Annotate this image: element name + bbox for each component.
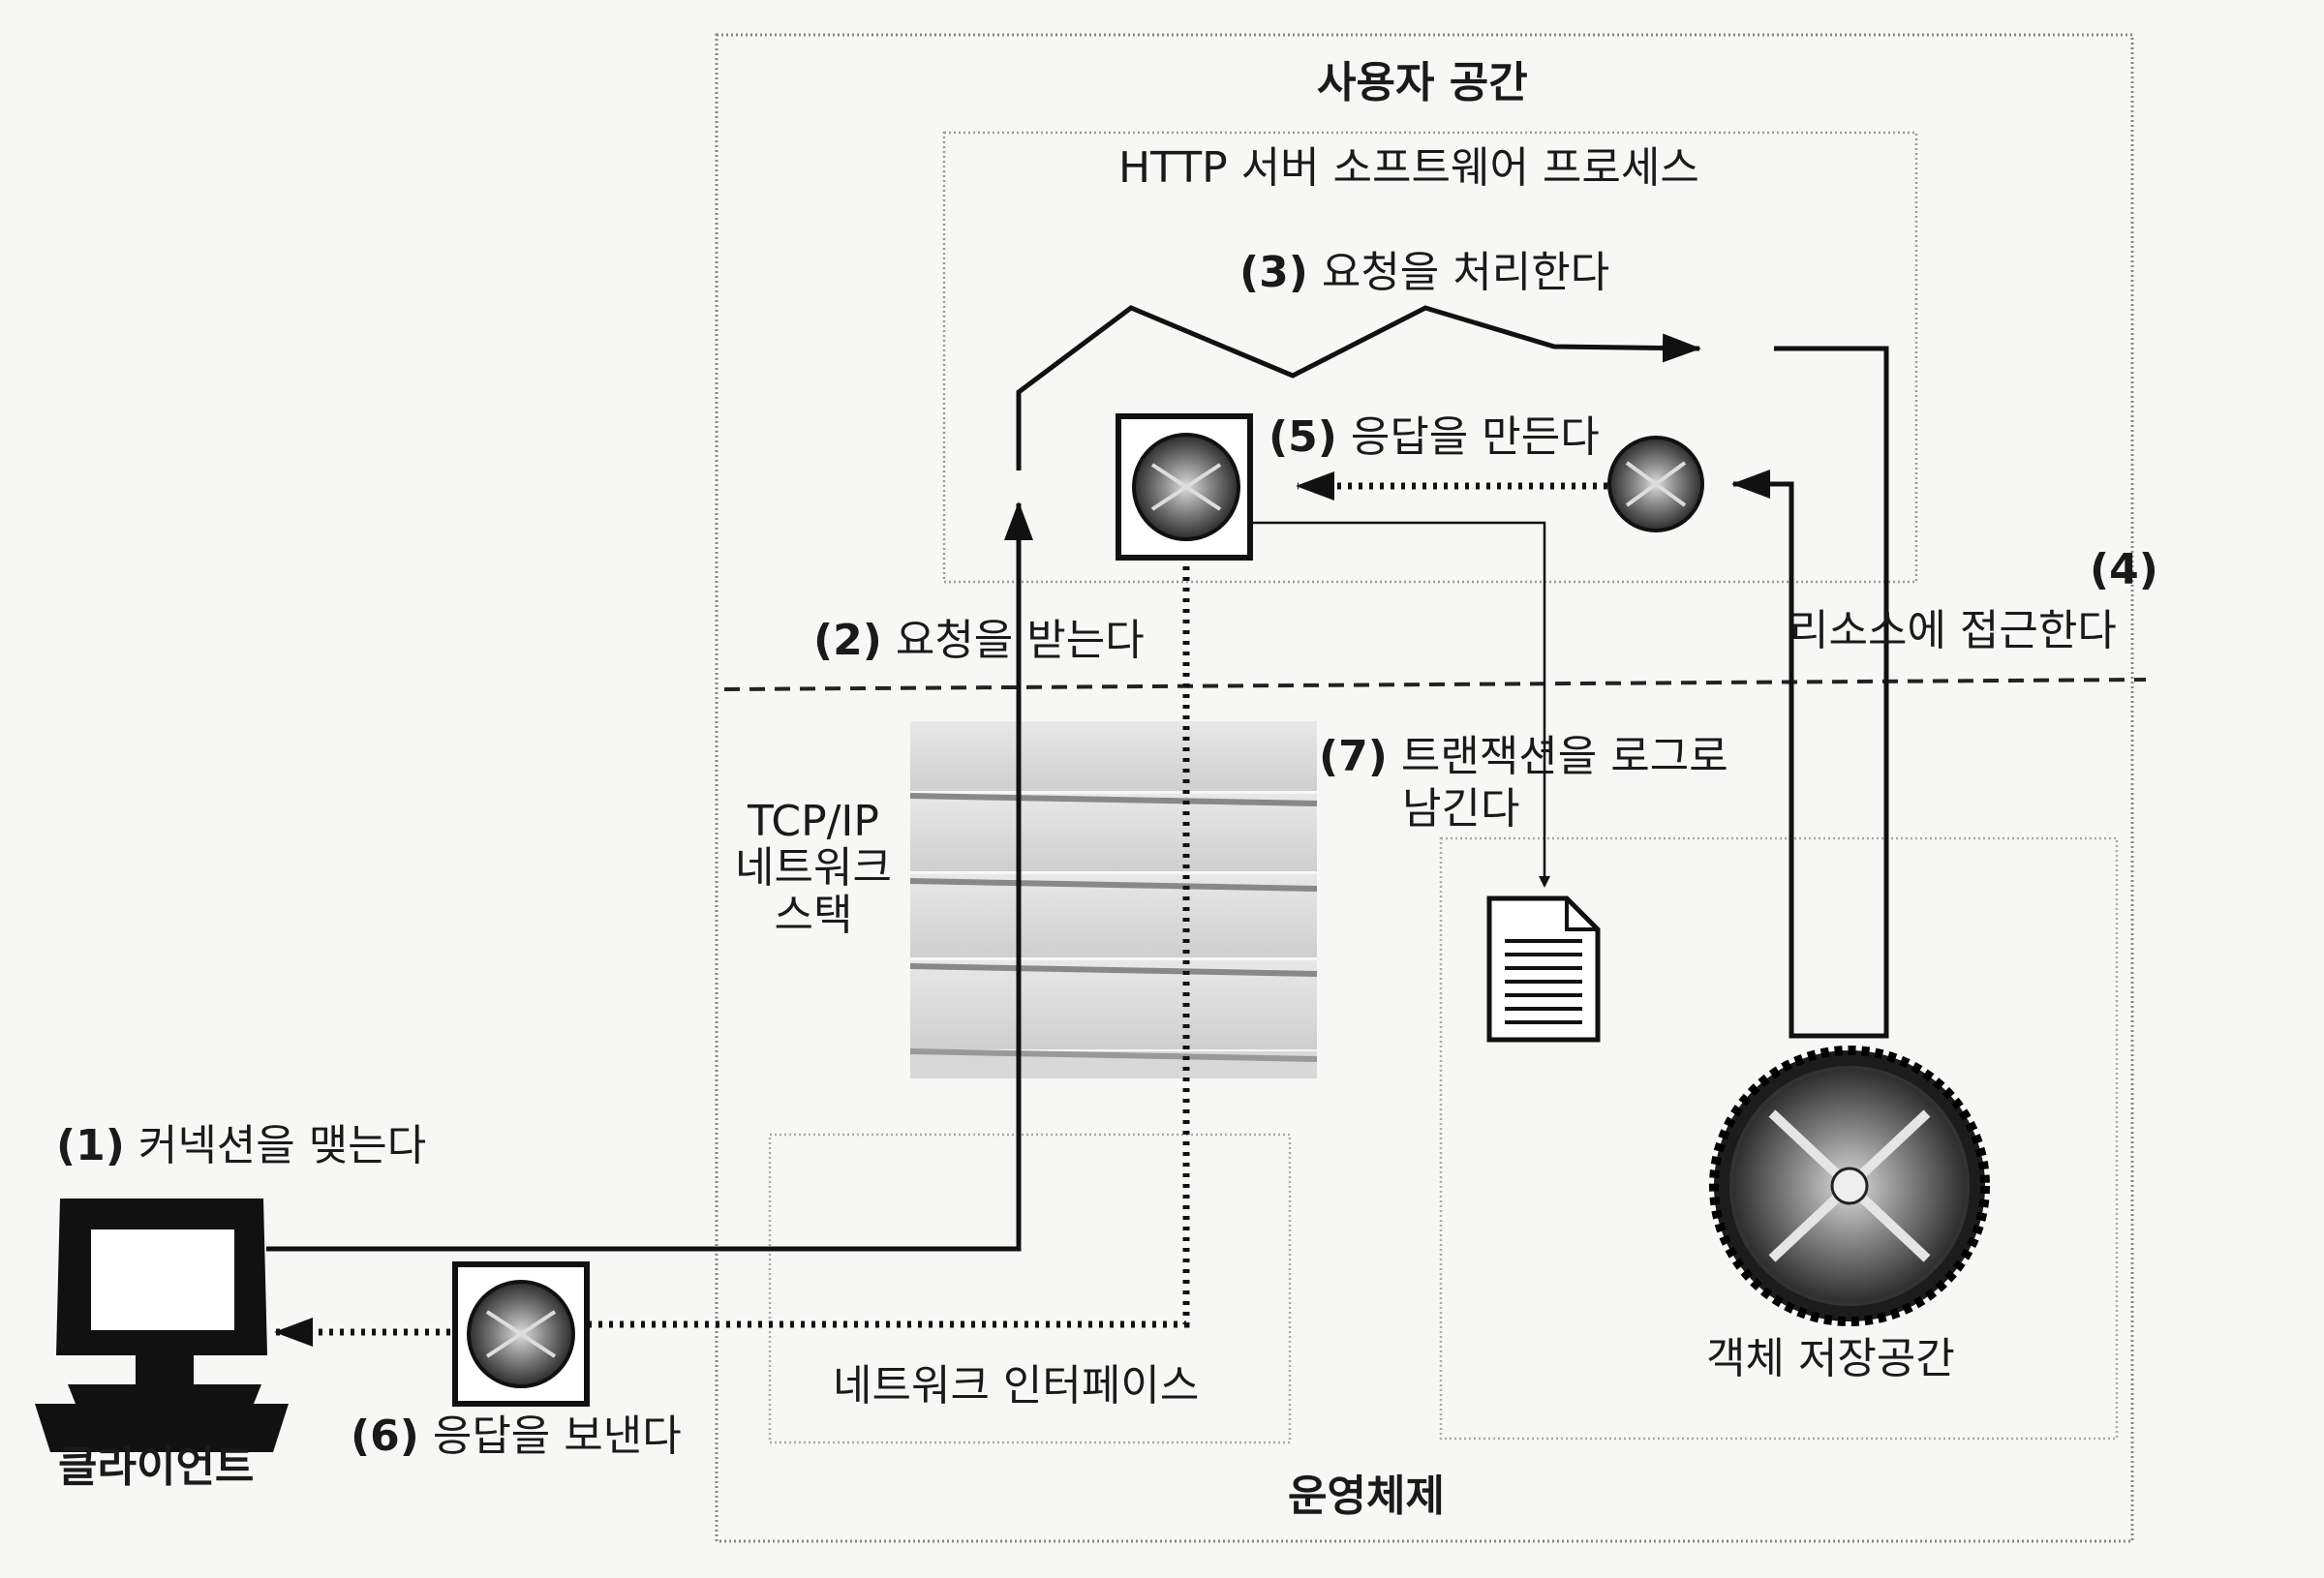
step-7-text-line-2: 남긴다	[1402, 784, 1520, 834]
tcp-ip-line-3: 스택	[774, 890, 853, 940]
step-3-label: (3) 요청을 처리한다	[1239, 248, 1610, 297]
step-2-text: 요청을 받는다	[895, 616, 1145, 665]
operating-system-title: 운영체제	[1288, 1472, 1445, 1521]
user-space-title: 사용자 공간	[1317, 58, 1528, 107]
http-process-title: HTTP 서버 소프트웨어 프로세스	[1118, 143, 1699, 193]
step-6-text: 응답을 보낸다	[432, 1411, 682, 1461]
step-4-number: (4)	[2090, 545, 2158, 594]
step-1-text: 커넥션을 맺는다	[138, 1121, 427, 1170]
step-5-label: (5) 응답을 만든다	[1269, 412, 1600, 462]
client-label: 클라이언트	[58, 1442, 255, 1492]
step-7-label: (7) 트랜잭션을 로그로	[1319, 732, 1728, 781]
step-1-number: (1)	[56, 1121, 125, 1170]
object-storage-box	[1439, 836, 2119, 1441]
step-5-text: 응답을 만든다	[1350, 412, 1600, 462]
send-response-path	[586, 566, 1190, 1328]
step-3-text: 요청을 처리한다	[1321, 248, 1610, 297]
log-transaction-arrow	[1249, 521, 1550, 888]
network-interface-box	[768, 1133, 1292, 1444]
step-2-number: (2)	[813, 616, 882, 665]
step-3-number: (3)	[1239, 248, 1308, 297]
network-stack-icon	[909, 721, 1318, 1078]
step-7-text: 트랜잭션을 로그로	[1400, 732, 1728, 781]
monitor-icon	[35, 1199, 289, 1452]
tcp-ip-line-2: 네트워크	[735, 843, 892, 894]
network-interface-title: 네트워크 인터페이스	[833, 1361, 1200, 1411]
tcp-ip-stack-label: TCP/IP 네트워크 스택	[721, 797, 905, 940]
step-6-label: (6) 응답을 보낸다	[351, 1411, 682, 1461]
document-icon	[1486, 895, 1601, 1043]
storage-blade	[1709, 1046, 1990, 1326]
object-storage-title: 객체 저장공간	[1706, 1334, 1955, 1383]
process-request-arrow	[1016, 305, 1701, 470]
tcp-ip-line-1: TCP/IP	[748, 797, 879, 846]
kernel-boundary-line	[723, 678, 2147, 691]
resource-blade	[1607, 436, 1704, 532]
step-2-label: (2) 요청을 받는다	[813, 616, 1145, 665]
step-7-number: (7)	[1319, 732, 1388, 781]
access-resource-arrow	[1731, 346, 1889, 1039]
request-path-arrow	[266, 501, 1033, 1252]
http-process-box	[942, 131, 1918, 584]
step-1-label: (1) 커넥션을 맺는다	[56, 1121, 427, 1170]
step-4-text: 리소스에 접근한다	[1789, 606, 2117, 655]
sent-response-box	[452, 1261, 590, 1407]
step-5-number: (5)	[1269, 412, 1337, 462]
step-6-number: (6)	[351, 1411, 419, 1461]
user-space-box	[715, 33, 2134, 1543]
response-box	[1116, 413, 1253, 561]
